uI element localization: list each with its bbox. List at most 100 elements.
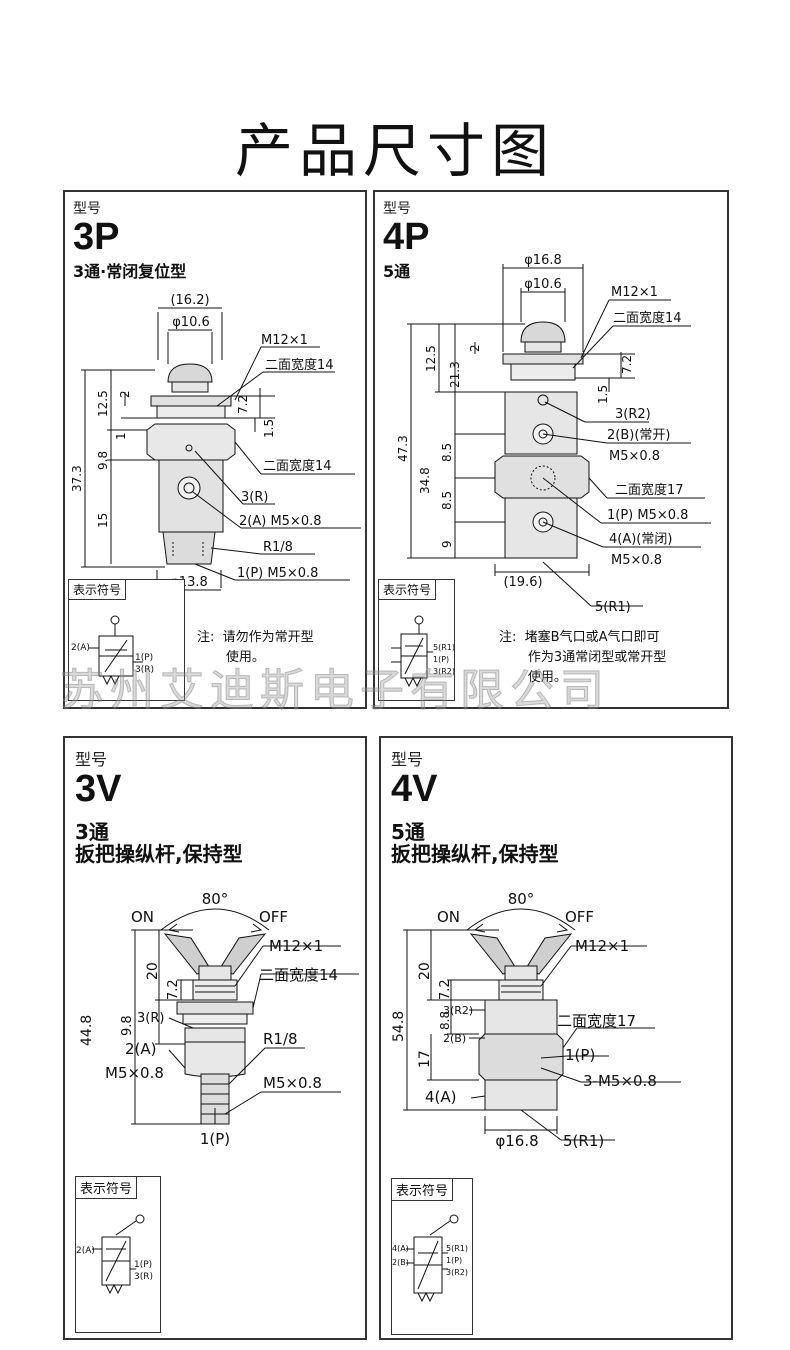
dim-label: 80° bbox=[508, 890, 535, 908]
dim-label: 44.8 bbox=[79, 1015, 95, 1046]
valve-symbol: 2(A) 1(P) 3(R) bbox=[71, 615, 154, 686]
dim-label: 5(R1) bbox=[595, 600, 631, 615]
dim-label: 1 bbox=[114, 432, 128, 440]
model-subtitle: 扳把操纵杆,保持型 bbox=[391, 842, 559, 866]
port-label: 1(P) bbox=[134, 1260, 152, 1270]
dim-label: 20 bbox=[417, 962, 433, 980]
page-title: 产品尺寸图 bbox=[234, 117, 555, 185]
dim-label: 9.8 bbox=[96, 451, 110, 470]
dim-label: 2(A) M5×0.8 bbox=[239, 514, 322, 529]
dim-label: M5×0.8 bbox=[611, 553, 662, 568]
dim-label: 2(B)(常开) bbox=[607, 428, 670, 443]
dim-label: 二面宽度14 bbox=[265, 357, 334, 373]
dim-label: 二面宽度17 bbox=[615, 482, 684, 498]
dim-label: 4(A) bbox=[425, 1088, 457, 1106]
model-name: 4V bbox=[391, 768, 438, 810]
dim-label: M12×1 bbox=[575, 937, 629, 955]
port-label: 3(R2) bbox=[446, 1268, 468, 1277]
dim-label: M5×0.8 bbox=[105, 1064, 164, 1082]
port-label: 3(R) bbox=[135, 665, 154, 675]
dim-label: 2(A) bbox=[125, 1040, 157, 1058]
dim-label: φ10.6 bbox=[524, 277, 562, 292]
dim-label: M5×0.8 bbox=[263, 1074, 322, 1092]
symbol-heading: 表示符号 bbox=[392, 1179, 454, 1201]
panel-3p: 型号 3P 3通·常闭复位型 bbox=[63, 190, 367, 709]
dim-label: 5(R1) bbox=[563, 1132, 604, 1150]
model-name: 4P bbox=[383, 216, 430, 258]
dim-label: OFF bbox=[565, 908, 594, 926]
dim-label: 3-M5×0.8 bbox=[583, 1072, 657, 1090]
port-label: 2(B) bbox=[392, 1258, 409, 1267]
dim-label: 2 bbox=[468, 344, 482, 352]
dim-label: 7.2 bbox=[236, 395, 250, 414]
dim-label: 34.8 bbox=[418, 467, 432, 494]
port-label: 3(R2) bbox=[433, 667, 454, 676]
dim-label: 1.5 bbox=[596, 385, 610, 404]
dim-label: φ16.8 bbox=[524, 253, 562, 268]
port-label: 1(P) bbox=[446, 1256, 462, 1265]
dim-label: 4(A)(常闭) bbox=[609, 532, 672, 547]
dimension-drawing-3p: (16.2) φ10.6 M12×1 二面宽度14 2 12.5 7.2 1.5… bbox=[70, 293, 361, 591]
dim-label: 二面宽度14 bbox=[613, 310, 682, 326]
dim-label: 7.2 bbox=[620, 355, 634, 374]
model-subtitle: 扳把操纵杆,保持型 bbox=[75, 842, 243, 866]
dim-label: M12×1 bbox=[269, 937, 323, 955]
port-label: 1(P) bbox=[433, 655, 449, 664]
port-label: 2(A) bbox=[71, 643, 90, 653]
symbol-box: 表示符号 4(A) 2(B) 5(R1) 1(P) 3(R2) bbox=[391, 1178, 473, 1335]
symbol-box: 表示符号 2(A) 1(P) 3(R) bbox=[75, 1176, 161, 1333]
port-label: 1(P) bbox=[135, 653, 153, 663]
symbol-box: 表示符号 2(A) 1(P) 3(R) bbox=[68, 579, 185, 701]
watermark: 苏州艾迪斯电子有限公司 bbox=[60, 665, 610, 717]
dim-label: 8.5 bbox=[440, 443, 454, 462]
dim-label: 15 bbox=[96, 513, 110, 528]
model-subtitle: 5通 bbox=[391, 820, 425, 844]
valve-symbol: 4(A) 2(B) 5(R1) 1(P) 3(R2) bbox=[392, 1214, 468, 1303]
port-label: 5(R1) bbox=[433, 643, 454, 652]
model-subtitle: 3通 bbox=[75, 820, 109, 844]
dim-label: M5×0.8 bbox=[609, 449, 660, 464]
model-subtitle: 5通 bbox=[383, 262, 411, 281]
model-subtitle: 3通·常闭复位型 bbox=[73, 262, 187, 281]
dim-label: φ10.6 bbox=[172, 315, 210, 330]
dim-label: 21.3 bbox=[448, 361, 462, 388]
panel-4v: 型号 4V 5通 扳把操纵杆,保持型 bbox=[379, 736, 733, 1340]
dim-label: 2 bbox=[118, 390, 132, 398]
type-label: 型号 bbox=[391, 750, 424, 769]
dim-label: M12×1 bbox=[611, 285, 658, 300]
dim-label: 3(R2) bbox=[615, 407, 651, 422]
panel-3v: 型号 3V 3通 扳把操纵杆,保持型 bbox=[63, 736, 367, 1340]
dim-label: ON bbox=[131, 908, 154, 926]
symbol-heading: 表示符号 bbox=[76, 1177, 138, 1199]
dim-label: 2(B) bbox=[443, 1032, 466, 1045]
dim-label: 37.3 bbox=[70, 465, 84, 492]
dim-label: 47.3 bbox=[396, 435, 410, 462]
dim-label: 二面宽度14 bbox=[259, 966, 338, 984]
dim-label: 54.8 bbox=[391, 1011, 407, 1042]
dim-label: 1.5 bbox=[262, 419, 276, 438]
type-label: 型号 bbox=[383, 201, 411, 217]
symbol-heading: 表示符号 bbox=[69, 580, 127, 600]
dim-label: 17 bbox=[417, 1050, 433, 1068]
valve-symbol: 5(R1) 1(P) 3(R2) bbox=[391, 615, 454, 688]
dim-label: 8.5 bbox=[440, 491, 454, 510]
dimension-drawing-4p: φ16.8 φ10.6 M12×1 二面宽度14 2 12.5 7.2 21.3… bbox=[396, 253, 711, 615]
dim-label: R1/8 bbox=[263, 540, 293, 555]
dim-label: 12.5 bbox=[96, 390, 110, 417]
model-name: 3V bbox=[75, 768, 122, 810]
type-label: 型号 bbox=[73, 201, 101, 217]
dim-label: 7.2 bbox=[438, 979, 453, 1000]
port-label: 2(A) bbox=[76, 1246, 95, 1256]
dim-label: 9 bbox=[440, 540, 454, 548]
dim-label: φ16.8 bbox=[495, 1132, 538, 1150]
port-label: 3(R) bbox=[134, 1272, 153, 1282]
model-name: 3P bbox=[73, 216, 120, 258]
dimension-drawing-3v: 80° ON OFF M12×1 20 二面宽度14 7.2 44.8 3(R)… bbox=[79, 890, 359, 1148]
valve-symbol: 2(A) 1(P) 3(R) bbox=[76, 1214, 153, 1295]
port-label: 4(A) bbox=[392, 1244, 409, 1253]
symbol-heading: 表示符号 bbox=[379, 580, 437, 600]
dim-label: 80° bbox=[202, 890, 229, 908]
dim-label: 9.8 bbox=[120, 1015, 135, 1036]
dim-label: 3(R) bbox=[241, 490, 268, 505]
symbol-box: 表示符号 5(R1) 1(P) 3(R2) bbox=[378, 579, 455, 701]
